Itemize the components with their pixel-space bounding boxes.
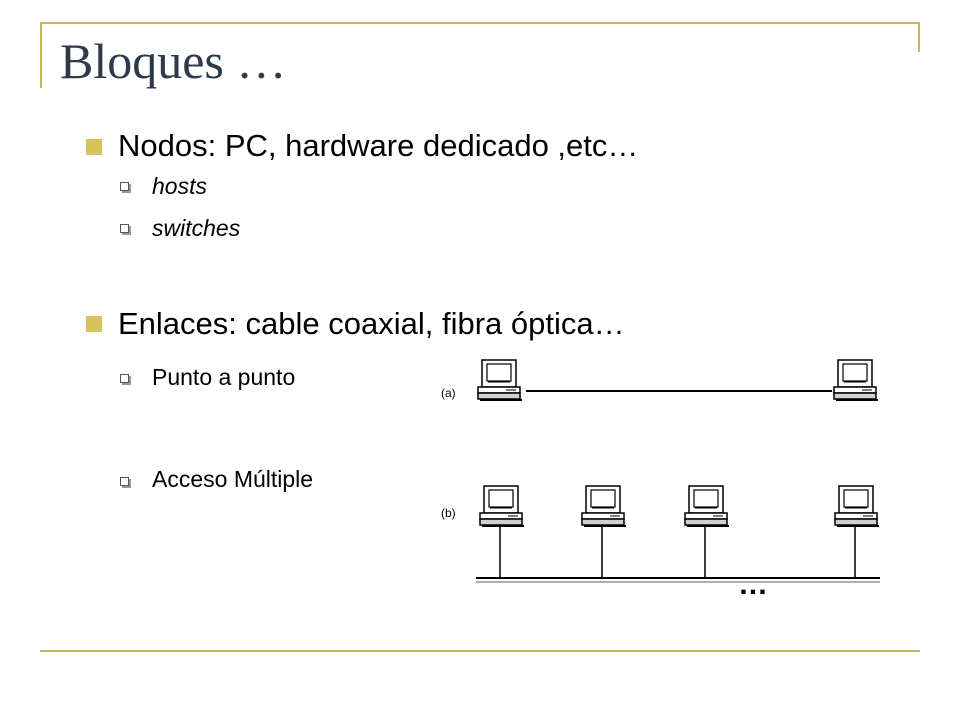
bus-ellipsis: … — [738, 568, 768, 601]
slide-title: Bloques … — [60, 33, 287, 89]
pc-icon — [477, 359, 523, 401]
pc-icon — [581, 485, 627, 527]
pc-icon — [834, 485, 880, 527]
sub-bullet-marker — [120, 182, 129, 191]
pc-icon — [833, 359, 879, 401]
sub-item-switches: switches — [152, 215, 241, 241]
bullet-marker — [86, 139, 102, 155]
pc-icon — [479, 485, 525, 527]
bottom-rule — [40, 650, 920, 652]
left-rule — [40, 22, 42, 88]
sub-item-punto-a-punto: Punto a punto — [152, 364, 296, 390]
pc-icon — [684, 485, 730, 527]
bullet-marker — [86, 316, 102, 332]
sub-bullet-marker — [120, 224, 129, 233]
sub-item-acceso-multiple: Acceso Múltiple — [152, 466, 314, 492]
right-rule — [918, 22, 920, 52]
bullet-enlaces: Enlaces: cable coaxial, fibra óptica… — [118, 306, 625, 341]
sub-item-hosts: hosts — [152, 173, 207, 199]
bullet-nodos: Nodos: PC, hardware dedicado ,etc… — [118, 128, 639, 163]
sub-bullet-marker — [120, 374, 129, 383]
top-rule — [40, 22, 920, 24]
diagram-label-b: (b) — [441, 506, 456, 520]
diagram-label-a: (a) — [441, 386, 456, 400]
sub-bullet-marker — [120, 477, 129, 486]
